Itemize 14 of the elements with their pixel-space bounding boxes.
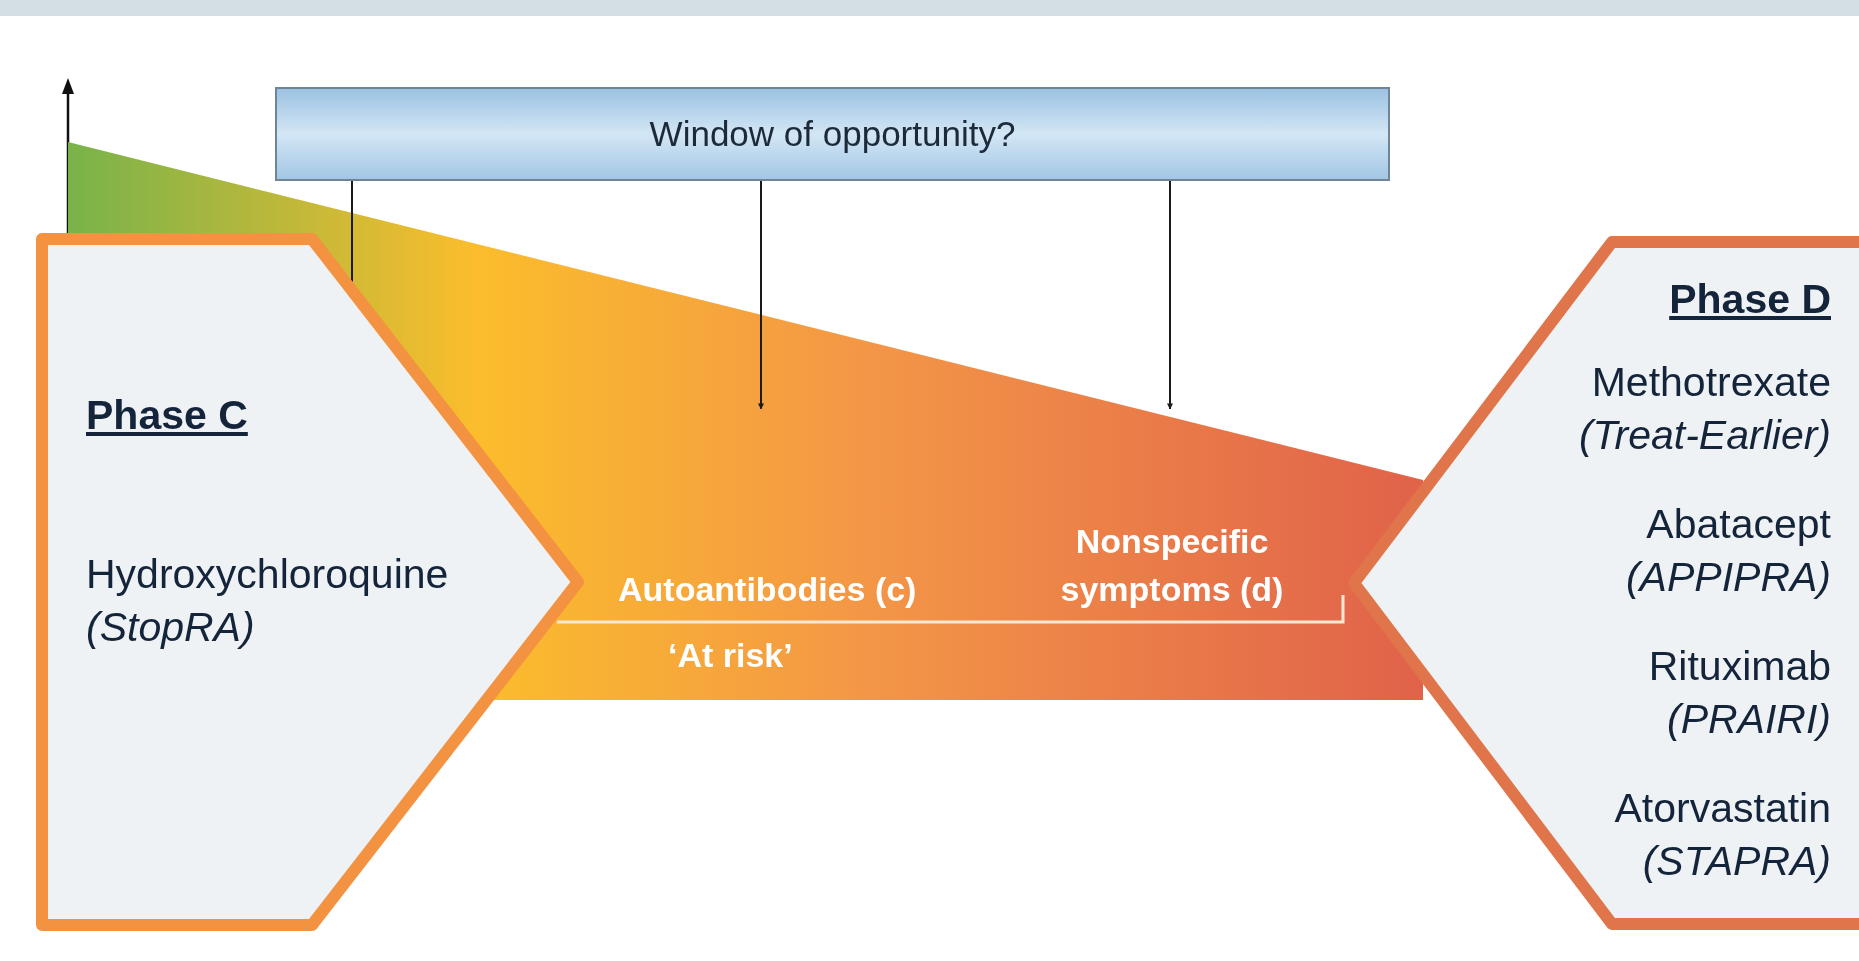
treatment-text: Methotrexate (Treat-Earlier)	[1577, 358, 1831, 460]
connector-arrow	[1167, 180, 1173, 410]
phase-heading: Phase C	[86, 391, 248, 440]
stage-label: Nonspecific symptoms (d)	[1059, 521, 1285, 610]
stage-label: ‘At risk’	[668, 635, 794, 675]
phase-heading: Phase D	[1669, 275, 1831, 324]
connector-arrow	[758, 180, 764, 410]
stage-label: Autoantibodies (c)	[618, 569, 918, 609]
window-box	[275, 87, 1390, 181]
treatment-text: Atorvastatin (STAPRA)	[1613, 784, 1831, 886]
treatment-text: Rituximab (PRAIRI)	[1647, 642, 1831, 744]
treatment-text: Hydroxychloroquine (StopRA)	[86, 550, 450, 652]
treatment-text: Abatacept (APPIPRA)	[1624, 500, 1831, 602]
box-label: Window of opportunity?	[649, 114, 1016, 154]
